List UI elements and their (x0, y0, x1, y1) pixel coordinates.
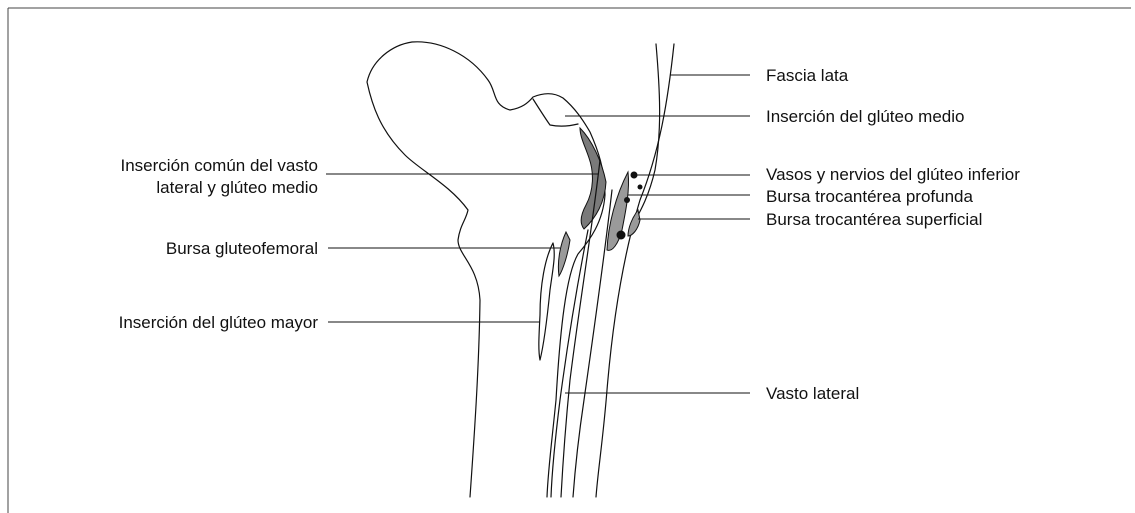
label-vasos-nervios: Vasos y nervios del glúteo inferior (766, 165, 1020, 184)
fascia-lata-line (596, 44, 674, 497)
femur (367, 42, 605, 497)
bursa-gluteofemoral-shape (558, 232, 570, 276)
femur-outline (367, 42, 605, 497)
label-insercion-gluteo-medio: Inserción del glúteo medio (766, 107, 964, 126)
label-fascia-lata: Fascia lata (766, 66, 849, 85)
leader-lines (326, 75, 750, 393)
label-insercion-gluteo-mayor: Inserción del glúteo mayor (119, 313, 319, 332)
label-bursa-profunda: Bursa trocantérea profunda (766, 187, 974, 206)
label-insercion-comun-line2: lateral y glúteo medio (156, 178, 318, 197)
label-vasto-lateral: Vasto lateral (766, 384, 859, 403)
bursa-superficial-shape (628, 210, 640, 236)
gluteo-mayor-insertion (539, 243, 554, 360)
figure-frame (8, 8, 1131, 513)
label-bursa-gluteofemoral: Bursa gluteofemoral (166, 239, 318, 258)
bursa-profunda-shape (607, 172, 629, 250)
fascia-lata-inner (630, 44, 660, 230)
greater-trochanter-notch (533, 99, 578, 126)
label-bursa-superficial: Bursa trocantérea superficial (766, 210, 982, 229)
label-insercion-comun-line1: Inserción común del vasto (121, 156, 319, 175)
